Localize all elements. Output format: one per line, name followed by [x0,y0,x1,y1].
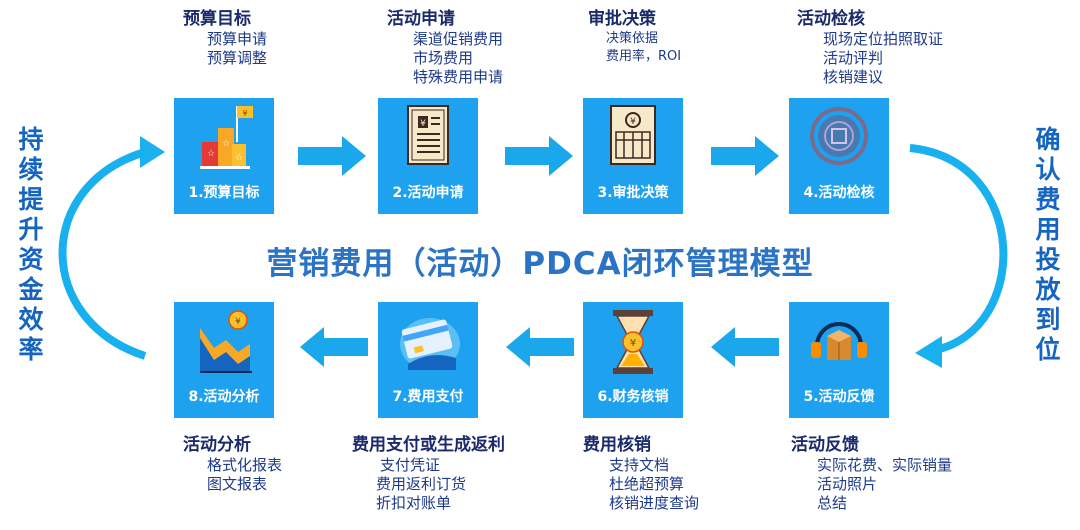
diagram-title: 营销费用（活动）PDCA闭环管理模型 [266,246,814,282]
step-5-item: 活动照片 [817,475,878,493]
flow-arrow-1-2 [298,136,366,176]
step-4-card: 4.活动检核 [789,98,889,214]
step-6-label: 6.财务核销 [597,389,669,405]
step-1-item: 预算调整 [207,49,268,67]
step-6-card: ¥ 6.财务核销 [583,302,683,418]
step-7-heading: 费用支付或生成返利 [352,435,505,455]
step-6-item: 核销进度查询 [609,494,700,512]
flow-arrow-6-7 [506,327,574,367]
step-5-card: 5.活动反馈 [789,302,889,418]
step-1-item: 预算申请 [207,30,268,48]
step-2-item: 渠道促销费用 [413,30,504,48]
step-4-item: 活动评判 [823,49,884,67]
step-6-caption: 费用核销 支持文档 杜绝超预算 核销进度查询 [583,434,699,513]
step-4-label: 4.活动检核 [803,185,875,201]
step-7-caption: 费用支付或生成返利 支付凭证 费用返利订货 折扣对账单 [352,434,505,513]
step-3-caption: 审批决策 决策依据 费用率，ROI [588,8,681,66]
svg-text:¥: ¥ [630,117,636,127]
svg-text:¥: ¥ [630,338,636,349]
step-6-item: 支持文档 [609,456,670,474]
step-7-label: 7.费用支付 [392,389,464,405]
step-1-heading: 预算目标 [183,9,251,29]
step-1-card: ¥ ☆ ☆ ☆ 1.预算目标 [174,98,274,214]
step-3-card: ¥ 3.审批决策 [583,98,683,214]
step-7-item: 支付凭证 [380,456,441,474]
svg-text:¥: ¥ [235,317,241,327]
flow-arrow-5-6 [711,327,779,367]
step-3-heading: 审批决策 [588,9,656,29]
step-3-item: 决策依据 [606,31,659,46]
svg-text:¥: ¥ [242,109,247,118]
ledger-icon: ¥ [610,105,656,165]
headset-box-icon [811,322,867,360]
application-document-icon: ¥ [407,105,449,165]
step-1-label: 1.预算目标 [188,185,260,201]
step-5-heading: 活动反馈 [791,435,859,455]
step-4-heading: 活动检核 [797,9,865,29]
step-8-item: 格式化报表 [207,456,283,474]
left-loop-arc [58,148,147,360]
step-5-label: 5.活动反馈 [803,389,875,405]
svg-text:☆: ☆ [222,139,230,149]
right-loop-arrowhead [915,336,942,368]
step-7-card: 7.费用支付 [378,302,478,418]
step-7-item: 费用返利订货 [376,475,467,493]
step-2-label: 2.活动申请 [392,185,464,201]
svg-text:☆: ☆ [235,153,243,163]
step-8-caption: 活动分析 格式化报表 图文报表 [183,434,282,494]
step-2-heading: 活动申请 [387,9,455,29]
step-4-item: 核销建议 [823,68,884,86]
step-6-item: 杜绝超预算 [609,475,685,493]
step-5-item: 实际花费、实际销量 [817,456,953,474]
step-2-item: 市场费用 [413,49,474,67]
step-4-caption: 活动检核 现场定位拍照取证 活动评判 核销建议 [797,8,943,87]
svg-text:¥: ¥ [420,119,426,129]
payment-card-icon [400,318,460,370]
step-3-item: 费用率，ROI [606,49,682,64]
hourglass-coin-icon: ¥ [613,310,653,374]
flow-arrow-3-4 [711,136,779,176]
right-side-caption: 确 认 费 用 投 放 到 位 [1035,125,1061,364]
step-8-item: 图文报表 [207,475,268,493]
seal-stamp-icon [810,107,868,165]
left-side-caption: 持 续 提 升 资 金 效 率 [18,125,44,364]
budget-flag-icon: ¥ ☆ ☆ ☆ [200,106,253,169]
step-5-item: 总结 [817,494,848,512]
step-1-caption: 预算目标 预算申请 预算调整 [183,8,267,68]
step-8-heading: 活动分析 [183,435,251,455]
step-7-item: 折扣对账单 [376,494,452,512]
left-loop-arrowhead [140,136,165,168]
area-chart-coin-icon: ¥ [200,310,252,373]
flow-arrow-7-8 [300,327,368,367]
step-2-card: ¥ 2.活动申请 [378,98,478,214]
step-2-caption: 活动申请 渠道促销费用 市场费用 特殊费用申请 [387,8,503,87]
step-8-label: 8.活动分析 [188,389,260,405]
step-4-item: 现场定位拍照取证 [823,30,944,48]
svg-text:☆: ☆ [207,149,215,159]
right-loop-arc [909,144,1008,354]
step-8-card: ¥ 8.活动分析 [174,302,274,418]
step-2-item: 特殊费用申请 [413,68,504,86]
flow-arrow-2-3 [505,136,573,176]
step-3-label: 3.审批决策 [597,185,669,201]
step-5-caption: 活动反馈 实际花费、实际销量 活动照片 总结 [791,434,952,513]
step-6-heading: 费用核销 [583,435,651,455]
